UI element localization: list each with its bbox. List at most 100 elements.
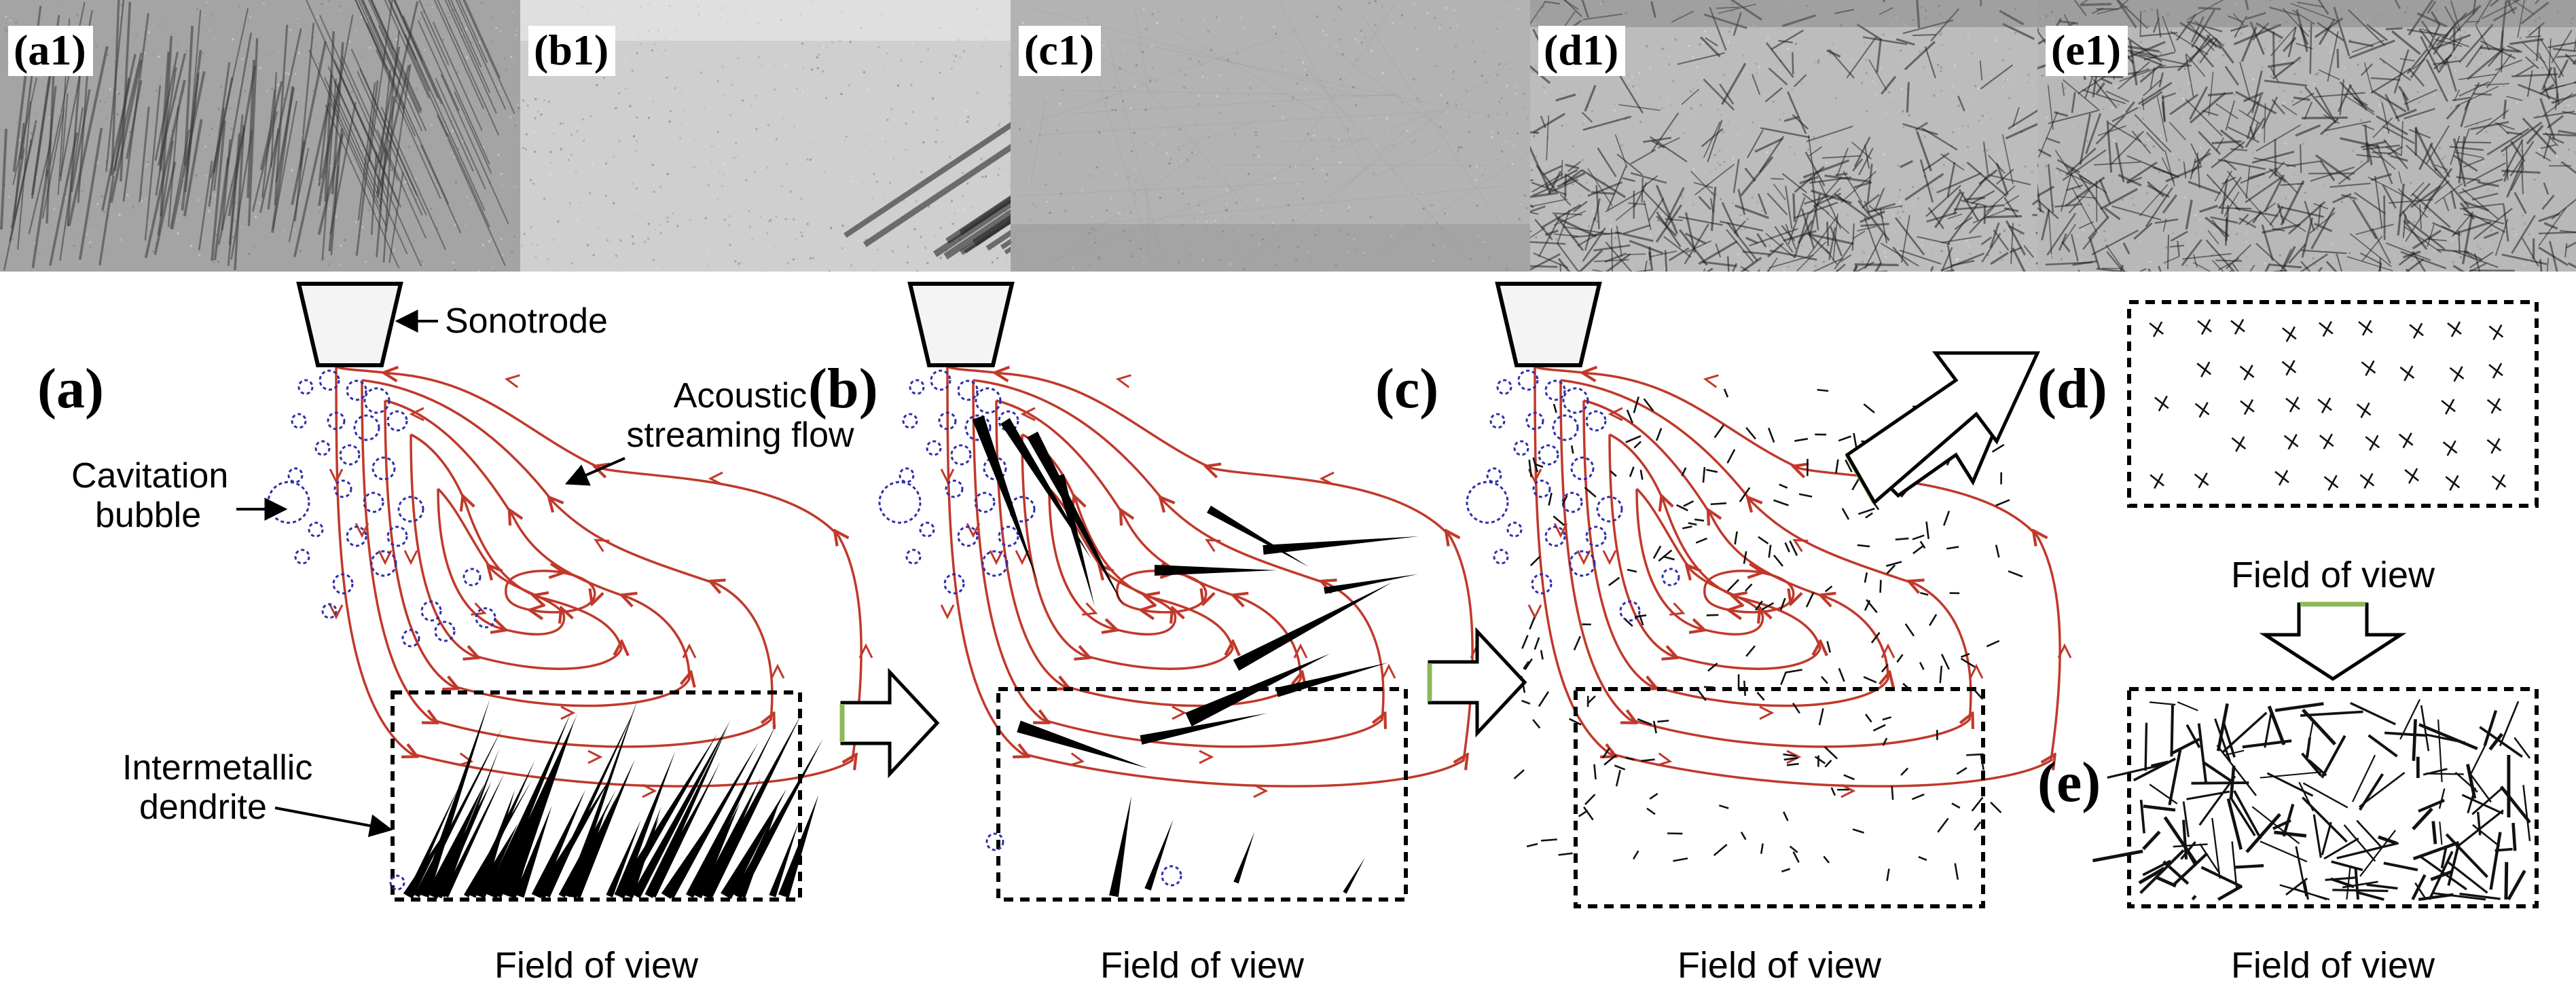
streaming-flow-line	[410, 433, 621, 670]
grown-crystal	[2514, 737, 2531, 759]
dendrite-fragment	[1872, 724, 1886, 732]
dendrite-fragment	[1602, 747, 1610, 759]
cavitation-bubble	[1532, 479, 1551, 498]
dendrite-fragment	[1824, 760, 1832, 768]
dendrite-fragment	[1663, 555, 1675, 561]
micrograph-5: (e1)	[2037, 0, 2576, 272]
cavitation-bubble	[938, 411, 957, 430]
intermetallic-dendrite	[486, 714, 570, 899]
intermetallic-dendrite	[1027, 431, 1125, 609]
flow-direction-arrow	[1199, 749, 1214, 764]
dendrite-fragment	[1643, 398, 1654, 412]
grown-crystal	[2214, 718, 2232, 762]
dendrite-fragment	[1781, 868, 1791, 873]
dendrite-fragment	[1818, 708, 1824, 726]
field-of-view-label-e: Field of view	[2231, 945, 2435, 986]
dendrite-fragment	[1734, 531, 1738, 545]
flow-direction-arrow	[940, 604, 955, 620]
fragmented-crystal	[2359, 473, 2375, 489]
grown-crystal	[2170, 737, 2200, 756]
intermetallic-dendrite	[1000, 418, 1092, 559]
intermetallic-dendrite	[493, 713, 578, 898]
fragmented-crystal	[2282, 326, 2297, 342]
grown-crystal	[2357, 891, 2384, 901]
dendrite-fragment	[1573, 635, 1581, 651]
fragmented-crystal	[2274, 470, 2289, 486]
grown-crystal	[2185, 724, 2201, 748]
grown-crystal	[2430, 870, 2453, 881]
dendrite-fragment	[1655, 428, 1663, 441]
cavitation-bubble	[1466, 481, 1509, 524]
flow-direction-arrow	[1759, 705, 1775, 720]
dendrite-fragment	[1792, 702, 1800, 714]
dendrite-fragment	[1940, 653, 1950, 670]
fragmented-crystal	[2447, 321, 2462, 337]
dendrite-fragment	[1789, 845, 1798, 853]
cavitation-bubble	[1525, 411, 1544, 430]
grown-crystal	[2331, 860, 2363, 872]
cavitation-bubble	[950, 444, 972, 466]
fragmented-crystal	[2319, 320, 2334, 337]
fragmented-crystal	[2281, 360, 2297, 376]
field-of-view-label-c: Field of view	[1677, 945, 1882, 986]
flow-direction-arrow	[1792, 538, 1809, 553]
stage-arrow-c-to-d	[1845, 351, 2040, 505]
streaming-flow-line	[505, 571, 595, 612]
fragmented-crystal	[2486, 398, 2502, 414]
dendrite-fragment	[1521, 699, 1531, 705]
dendrite-fragment	[1707, 662, 1718, 672]
grown-crystal	[2260, 840, 2308, 863]
flow-direction-arrow	[989, 550, 1004, 566]
grown-crystal	[2222, 723, 2236, 758]
cavitation-bubble	[386, 410, 408, 432]
dendrite-fragment	[1838, 435, 1851, 442]
grown-crystal	[2366, 883, 2398, 890]
flow-direction-arrow	[329, 604, 344, 620]
dendrite-fragment	[1974, 821, 1982, 831]
intermetallic-dendrite	[503, 718, 575, 899]
grown-crystal	[2522, 785, 2531, 842]
flow-direction-arrow	[642, 783, 657, 798]
dendrite-fragment	[1857, 507, 1875, 515]
dendrite-fragment	[1995, 499, 2010, 506]
fragmented-crystal	[2445, 475, 2461, 491]
grown-crystal	[2418, 798, 2445, 813]
grown-crystal	[2343, 824, 2376, 862]
dendrite-fragment	[1723, 388, 1729, 398]
flow-direction-arrow	[378, 550, 393, 566]
dendrite-fragment	[1814, 756, 1826, 764]
cavitation-bubble	[902, 413, 918, 429]
dendrite-fragment	[1912, 545, 1923, 555]
dendrite-fragment	[1726, 449, 1736, 464]
intermetallic-dendrite	[1324, 574, 1418, 594]
fragmented-crystal	[2194, 473, 2209, 489]
grown-crystal	[2231, 841, 2238, 889]
dendrite-fragment	[1639, 469, 1644, 480]
dendrite-fragment	[1885, 561, 1902, 568]
cavitation-bubble	[1544, 525, 1566, 547]
grown-crystal	[2217, 885, 2243, 902]
micrograph-label: (a1)	[8, 26, 93, 76]
streaming-flow-line	[1703, 571, 1794, 612]
sonotrode-icon	[1495, 282, 1602, 367]
dendrite-fragment	[1863, 403, 1875, 413]
grown-crystal	[2445, 833, 2488, 878]
intermetallic-dendrite	[1207, 505, 1309, 567]
dendrite-fragment	[1794, 438, 1809, 442]
grown-crystal	[2384, 731, 2427, 737]
dendrite-fragment	[1864, 714, 1872, 723]
dendrite-fragment	[1632, 850, 1639, 860]
micrograph-label: (c1)	[1019, 26, 1102, 76]
intermetallic-dendrite	[1144, 819, 1174, 891]
cavitation-bubble	[339, 444, 361, 466]
cavitation-bubble	[1570, 456, 1595, 481]
dendrite-fragment	[1538, 691, 1550, 707]
grown-crystal	[2308, 759, 2327, 777]
field-of-view-label-a: Field of view	[494, 945, 699, 986]
dendrite-fragment	[1637, 718, 1652, 726]
fragmented-crystal	[2197, 318, 2212, 335]
dendrite-fragment	[1767, 427, 1775, 443]
cavitation-bubble	[1561, 492, 1583, 513]
grown-crystal	[2346, 865, 2351, 900]
flow-direction-arrow	[587, 749, 603, 764]
